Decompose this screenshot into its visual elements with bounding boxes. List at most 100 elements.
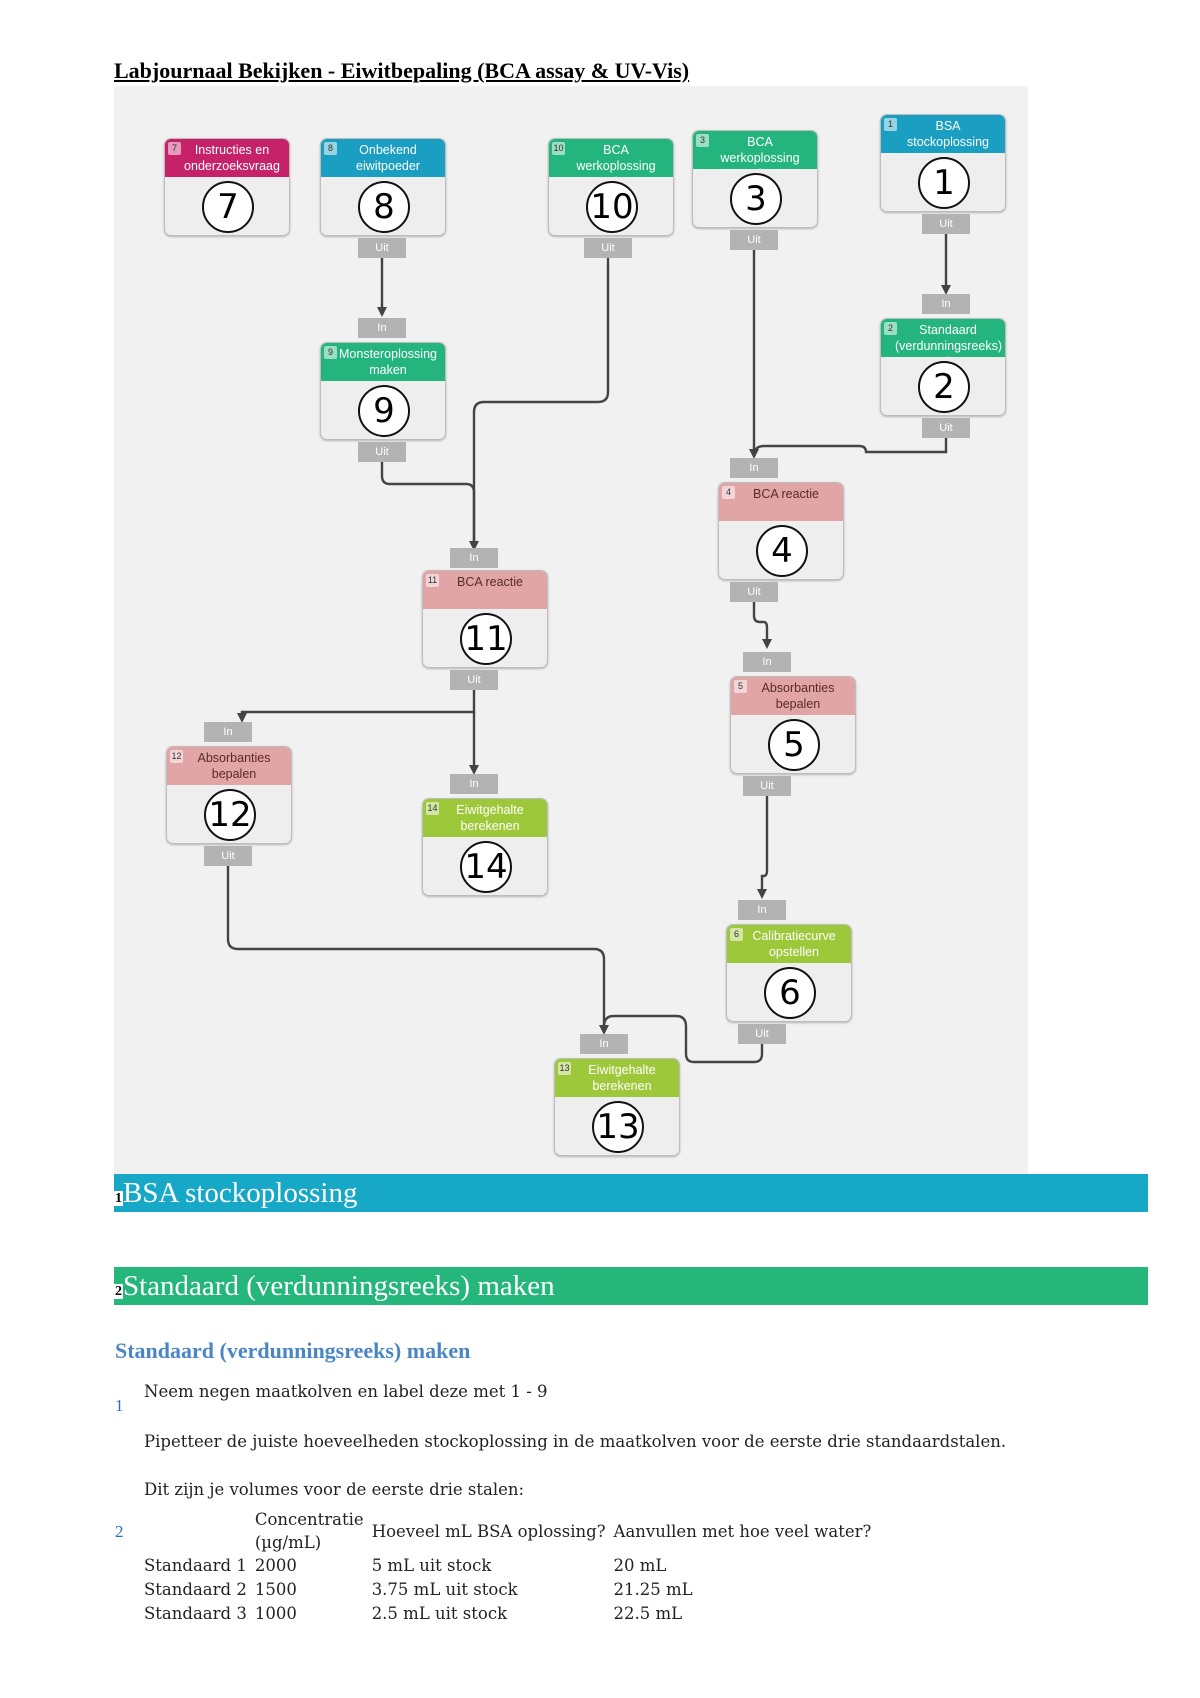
node-header: 1 BSA stockoplossing xyxy=(881,115,1005,153)
node-header: 4 BCA reactie xyxy=(719,483,843,521)
input-port-5[interactable]: In xyxy=(743,652,791,672)
workflow-node-2[interactable]: 2 Standaard (verdunningsreeks) maken 2 xyxy=(880,318,1006,416)
section-number: 2 xyxy=(114,1284,123,1299)
table-cell: 1000 xyxy=(254,1604,297,1623)
output-port-3[interactable]: Uit xyxy=(730,230,778,250)
table-row: Standaard 1 2000 5 mL uit stock 20 mL xyxy=(140,1554,875,1578)
input-port-9[interactable]: In xyxy=(358,318,406,338)
output-port-5[interactable]: Uit xyxy=(743,776,791,796)
node-header: 10 BCA werkoplossing maken xyxy=(549,139,673,177)
node-badge: 2 xyxy=(884,322,897,335)
section-header-bsa-stockoplossing: 1BSA stockoplossing xyxy=(114,1174,1148,1212)
step-number-2: 2 xyxy=(115,1522,124,1541)
table-cell: Standaard 3 xyxy=(144,1604,247,1623)
node-badge: 12 xyxy=(170,750,183,763)
node-label: BCA reactie xyxy=(456,575,523,589)
output-port-10[interactable]: Uit xyxy=(584,238,632,258)
node-header: 2 Standaard (verdunningsreeks) maken xyxy=(881,319,1005,357)
node-number: 8 xyxy=(358,181,410,233)
edge-12-13 xyxy=(226,862,609,1035)
workflow-node-7[interactable]: 7 Instructies en onderzoeksvraag 7 xyxy=(164,138,290,236)
node-label: Eiwitgehalte berekenen xyxy=(588,1063,656,1093)
table-cell: 3.75 mL uit stock xyxy=(371,1580,518,1599)
input-port-4[interactable]: In xyxy=(730,458,778,478)
node-header: 12 Absorbanties bepalen xyxy=(167,747,291,785)
workflow-connections xyxy=(226,228,951,1064)
node-label: Standaard (verdunningsreeks) maken xyxy=(895,323,1002,357)
node-number: 5 xyxy=(768,719,820,771)
input-port-14[interactable]: In xyxy=(450,774,498,794)
output-port-11[interactable]: Uit xyxy=(450,670,498,690)
table-cell: 1500 xyxy=(254,1580,297,1599)
volumes-table: Concentratie (µg/mL) Hoeveel mL BSA oplo… xyxy=(140,1508,875,1626)
output-port-1[interactable]: Uit xyxy=(922,214,970,234)
node-header: 9 Monsteroplossing maken xyxy=(321,343,445,381)
output-port-4[interactable]: Uit xyxy=(730,582,778,602)
node-number: 9 xyxy=(358,385,410,437)
node-number: 11 xyxy=(460,613,512,665)
node-header: 8 Onbekend eiwitpoeder xyxy=(321,139,445,177)
node-badge: 1 xyxy=(884,118,897,131)
input-port-12[interactable]: In xyxy=(204,722,252,742)
edge-10-11 xyxy=(472,250,610,548)
edge-11-12 xyxy=(237,686,476,723)
output-port-2[interactable]: Uit xyxy=(922,418,970,438)
output-port-9[interactable]: Uit xyxy=(358,442,406,462)
workflow-node-10[interactable]: 10 BCA werkoplossing maken 10 xyxy=(548,138,674,236)
output-port-12[interactable]: Uit xyxy=(204,846,252,866)
workflow-canvas[interactable]: 7 Instructies en onderzoeksvraag 7 8 Onb… xyxy=(114,86,1028,1176)
workflow-node-11[interactable]: 11 BCA reactie 11 xyxy=(422,570,548,668)
workflow-node-5[interactable]: 5 Absorbanties bepalen 5 xyxy=(730,676,856,774)
input-port-13[interactable]: In xyxy=(580,1034,628,1054)
node-number: 2 xyxy=(918,361,970,413)
node-number: 6 xyxy=(764,967,816,1019)
node-label: Instructies en onderzoeksvraag xyxy=(184,143,280,173)
node-label: BCA reactie xyxy=(752,487,819,501)
workflow-node-3[interactable]: 3 BCA werkoplossing maken 3 xyxy=(692,130,818,228)
step-1-text: Neem negen maatkolven en label deze met … xyxy=(144,1382,548,1401)
workflow-node-13[interactable]: 13 Eiwitgehalte berekenen 13 xyxy=(554,1058,680,1156)
input-port-2[interactable]: In xyxy=(922,294,970,314)
table-header: Aanvullen met hoe veel water? xyxy=(613,1521,872,1541)
table-cell: 2000 xyxy=(254,1556,297,1575)
workflow-node-1[interactable]: 1 BSA stockoplossing 1 xyxy=(880,114,1006,212)
workflow-node-8[interactable]: 8 Onbekend eiwitpoeder 8 xyxy=(320,138,446,236)
section-header-standaard: 2Standaard (verdunningsreeks) maken xyxy=(114,1267,1148,1305)
workflow-node-4[interactable]: 4 BCA reactie 4 xyxy=(718,482,844,580)
page-title: Labjournaal Bekijken - Eiwitbepaling (BC… xyxy=(114,58,690,83)
node-label: Calibratiecurve opstellen xyxy=(752,929,836,959)
output-port-8[interactable]: Uit xyxy=(358,238,406,258)
node-badge: 10 xyxy=(552,142,565,155)
protocol-heading: Standaard (verdunningsreeks) maken xyxy=(115,1338,471,1363)
node-label: Absorbanties bepalen xyxy=(761,681,835,711)
node-badge: 13 xyxy=(558,1062,571,1075)
workflow-node-6[interactable]: 6 Calibratiecurve opstellen 6 xyxy=(726,924,852,1022)
step-2-text: Pipetteer de juiste hoeveelheden stockop… xyxy=(144,1432,1007,1451)
output-port-6[interactable]: Uit xyxy=(738,1024,786,1044)
edge-9-11 xyxy=(380,454,479,551)
node-number: 7 xyxy=(202,181,254,233)
table-header-row: Concentratie (µg/mL) Hoeveel mL BSA oplo… xyxy=(140,1508,875,1554)
node-number: 3 xyxy=(730,173,782,225)
input-port-11[interactable]: In xyxy=(450,548,498,568)
node-number: 10 xyxy=(586,181,638,233)
table-cell: Standaard 2 xyxy=(144,1580,247,1599)
node-badge: 8 xyxy=(324,142,337,155)
node-header: 14 Eiwitgehalte berekenen xyxy=(423,799,547,837)
table-row: Standaard 2 1500 3.75 mL uit stock 21.25… xyxy=(140,1578,875,1602)
input-port-6[interactable]: In xyxy=(738,900,786,920)
table-header xyxy=(140,1508,251,1554)
workflow-node-14[interactable]: 14 Eiwitgehalte berekenen 14 xyxy=(422,798,548,896)
section-title: Standaard (verdunningsreeks) maken xyxy=(123,1270,555,1302)
table-cell: 21.25 mL xyxy=(613,1580,693,1599)
table-cell: Standaard 1 xyxy=(144,1556,247,1575)
node-label: Absorbanties bepalen xyxy=(197,751,271,781)
node-header: 5 Absorbanties bepalen xyxy=(731,677,855,715)
node-label: BCA werkoplossing maken xyxy=(720,135,800,169)
node-header: 13 Eiwitgehalte berekenen xyxy=(555,1059,679,1097)
node-number: 1 xyxy=(918,157,970,209)
node-badge: 9 xyxy=(324,346,337,359)
workflow-node-9[interactable]: 9 Monsteroplossing maken 9 xyxy=(320,342,446,440)
node-label: Eiwitgehalte berekenen xyxy=(456,803,524,833)
workflow-node-12[interactable]: 12 Absorbanties bepalen 12 xyxy=(166,746,292,844)
